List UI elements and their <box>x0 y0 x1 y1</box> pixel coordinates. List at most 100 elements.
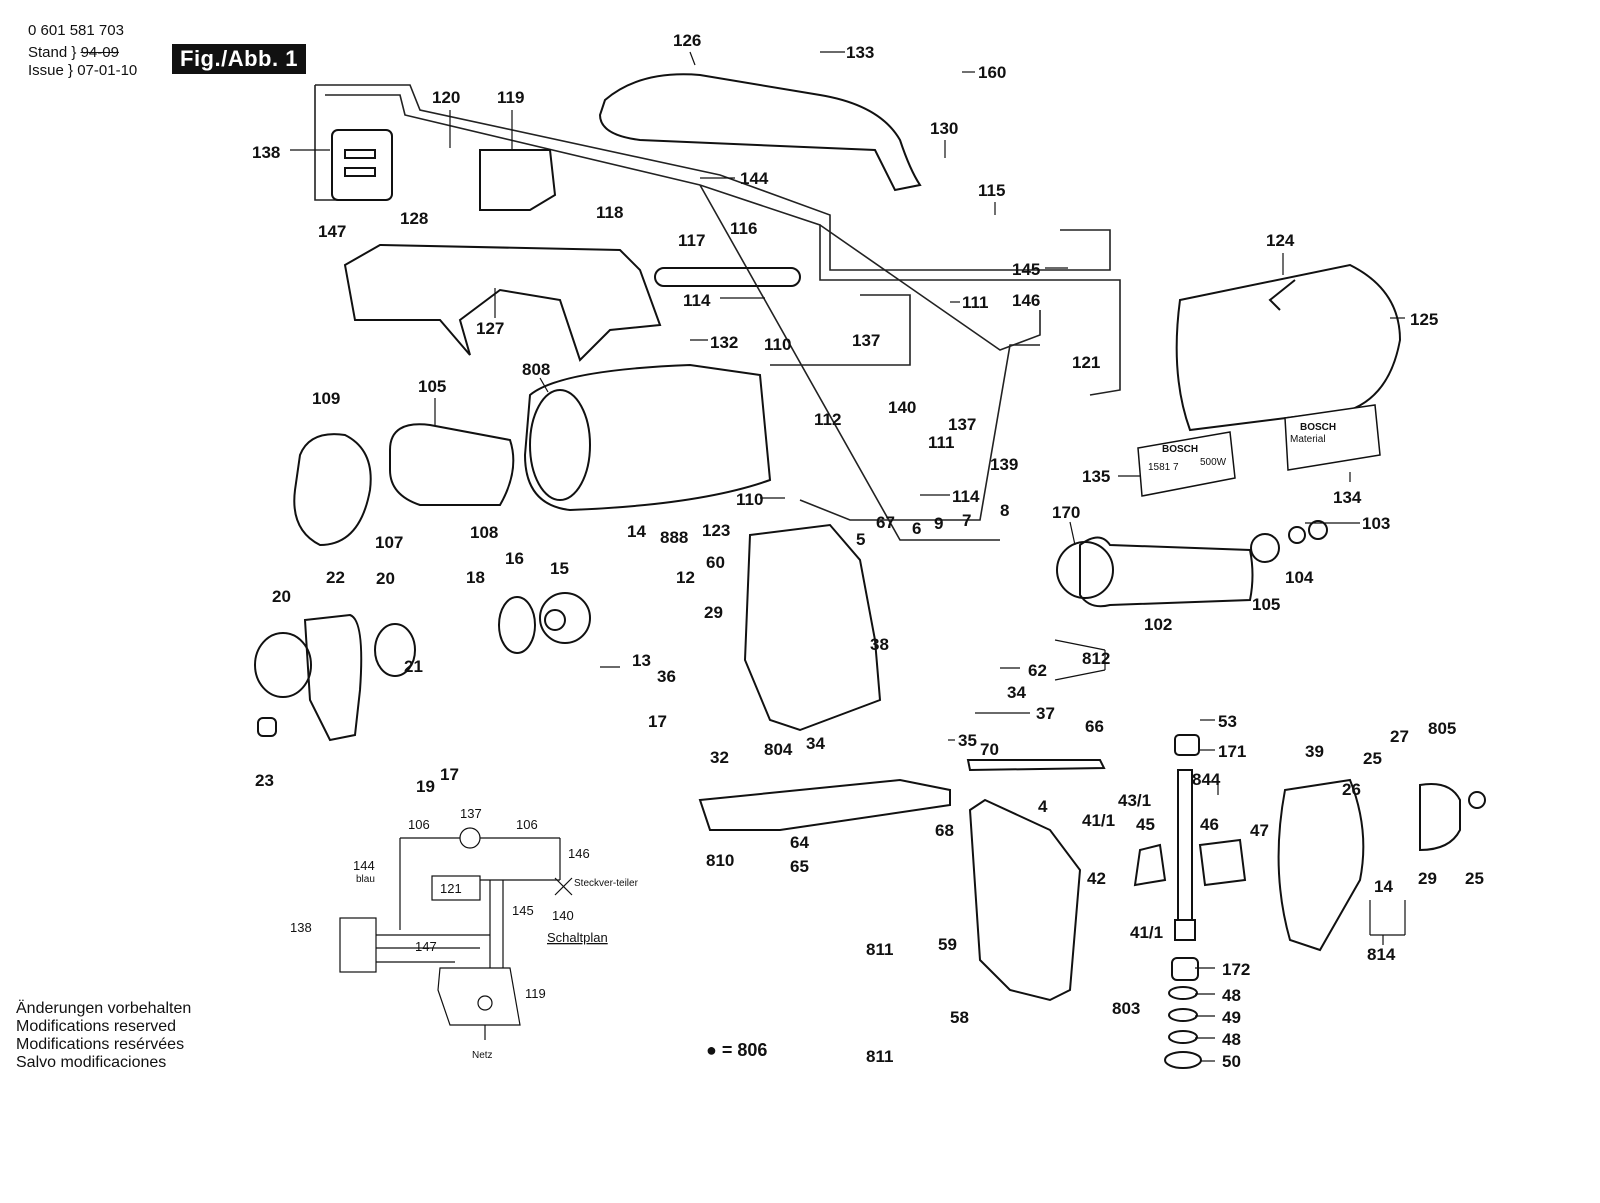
part-label-47: 47 <box>1250 821 1269 840</box>
base-plate-810 <box>698 778 951 831</box>
part-label-810: 810 <box>706 851 734 870</box>
part-label-29b: 29 <box>1418 869 1437 888</box>
part-label-134: 134 <box>1333 488 1362 507</box>
part-label-111: 111 <box>962 293 989 312</box>
plate-134-material: Material <box>1290 434 1326 445</box>
part-label-811b: 811 <box>866 1047 893 1066</box>
part-label-4: 4 <box>1038 797 1048 816</box>
hex-key-66 <box>966 759 1106 772</box>
part-label-127: 127 <box>476 319 504 338</box>
part-label-811: 811 <box>866 940 893 959</box>
part-label-125: 125 <box>1410 310 1438 329</box>
sch-plug-label: Steckver-teiler <box>574 878 639 889</box>
part-label-58: 58 <box>950 1008 969 1027</box>
part-label-14: 14 <box>627 522 646 541</box>
part-label-53: 53 <box>1218 712 1237 731</box>
sch-label-147: 147 <box>415 939 437 954</box>
plate-135-type: 1581 7 <box>1148 462 1179 473</box>
part-label-108: 108 <box>470 523 498 542</box>
part-label-130: 130 <box>930 119 958 138</box>
sch-label-146: 146 <box>568 846 590 861</box>
part-label-107: 107 <box>375 533 403 552</box>
part-label-124: 124 <box>1266 231 1295 250</box>
part-label-145: 145 <box>1012 260 1040 279</box>
part-label-147: 147 <box>318 222 346 241</box>
part-label-34: 34 <box>1007 683 1026 702</box>
sch-mains-label: Netz <box>472 1050 493 1061</box>
part-label-102: 102 <box>1144 615 1172 634</box>
part-label-21: 21 <box>404 657 423 676</box>
wiring-harness <box>314 84 1121 541</box>
switch-138 <box>331 129 393 201</box>
roller-805 <box>1419 783 1461 852</box>
figure-title: Fig./Abb. 1 <box>172 44 306 74</box>
guide-plate-39 <box>1277 778 1365 952</box>
part-label-118: 118 <box>596 203 623 222</box>
modifications-notice: Änderungen vorbehalten Modifications res… <box>16 1000 191 1072</box>
part-label-110: 110 <box>764 335 791 354</box>
sch-label-144: 144 <box>353 858 375 873</box>
part-label-59: 59 <box>938 935 957 954</box>
switch-119 <box>479 149 557 211</box>
plate-134-brand: BOSCH <box>1300 422 1336 433</box>
part-label-114: 114 <box>683 291 711 310</box>
part-label-105b: 105 <box>1252 595 1280 614</box>
part-label-133: 133 <box>846 43 874 62</box>
part-label-144: 144 <box>740 169 769 188</box>
part-label-36: 36 <box>657 667 676 686</box>
part-label-9: 9 <box>934 514 943 533</box>
part-label-64: 64 <box>790 833 809 852</box>
part-label-67: 67 <box>876 513 895 532</box>
part-label-42: 42 <box>1087 869 1106 888</box>
part-label-137b: 137 <box>948 415 976 434</box>
part-label-66: 66 <box>1085 717 1104 736</box>
part-label-805: 805 <box>1428 719 1456 738</box>
part-label-15: 15 <box>550 559 569 578</box>
part-label-139: 139 <box>990 455 1018 474</box>
mod-line-en: Modifications reserved <box>16 1018 177 1035</box>
parts-drawings <box>254 73 1486 1069</box>
part-number: 0 601 581 703 <box>28 22 124 39</box>
part-label-60: 60 <box>706 553 725 572</box>
part-label-109: 109 <box>312 389 340 408</box>
mod-line-fr: Modifications resérvées <box>16 1036 185 1053</box>
part-label-7: 7 <box>962 511 971 530</box>
name-plate-135: BOSCH 1581 7 500W <box>1137 431 1236 497</box>
part-label-20b: 20 <box>376 569 395 588</box>
plunger-rod <box>1177 769 1193 921</box>
part-label-121: 121 <box>1072 353 1100 372</box>
part-label-171: 171 <box>1218 742 1246 761</box>
part-label-132: 132 <box>710 333 738 352</box>
part-label-17: 17 <box>648 712 667 731</box>
part-label-115: 115 <box>978 181 1005 200</box>
part-label-43-1: 43/1 <box>1118 791 1151 810</box>
housing-127 <box>343 243 662 362</box>
part-label-117: 117 <box>678 231 705 250</box>
sch-label-119: 119 <box>525 986 546 1001</box>
part-label-138: 138 <box>252 143 280 162</box>
sch-label-140: 140 <box>552 908 574 923</box>
part-label-105: 105 <box>418 377 446 396</box>
part-label-26: 26 <box>1342 780 1361 799</box>
fan-baffle-109 <box>293 433 372 547</box>
part-label-37: 37 <box>1036 704 1055 723</box>
sch-label-137: 137 <box>460 806 482 821</box>
part-label-48b: 48 <box>1222 1030 1241 1049</box>
sch-title: Schaltplan <box>547 930 608 945</box>
part-label-808: 808 <box>522 360 550 379</box>
part-label-104: 104 <box>1285 568 1314 587</box>
part-label-110b: 110 <box>736 490 763 509</box>
stand-old-date: 94-09 <box>80 44 119 61</box>
part-label-814: 814 <box>1367 945 1396 964</box>
gear-15 <box>539 592 591 644</box>
part-label-18: 18 <box>466 568 485 587</box>
part-label-50: 50 <box>1222 1052 1241 1071</box>
part-label-111b: 111 <box>928 433 955 452</box>
plunger-holder <box>968 798 1082 1002</box>
part-label-803: 803 <box>1112 999 1140 1018</box>
part-label-68: 68 <box>935 821 954 840</box>
field-105 <box>389 423 515 506</box>
cover-124 <box>1175 263 1402 432</box>
armature-102 <box>1079 536 1254 608</box>
